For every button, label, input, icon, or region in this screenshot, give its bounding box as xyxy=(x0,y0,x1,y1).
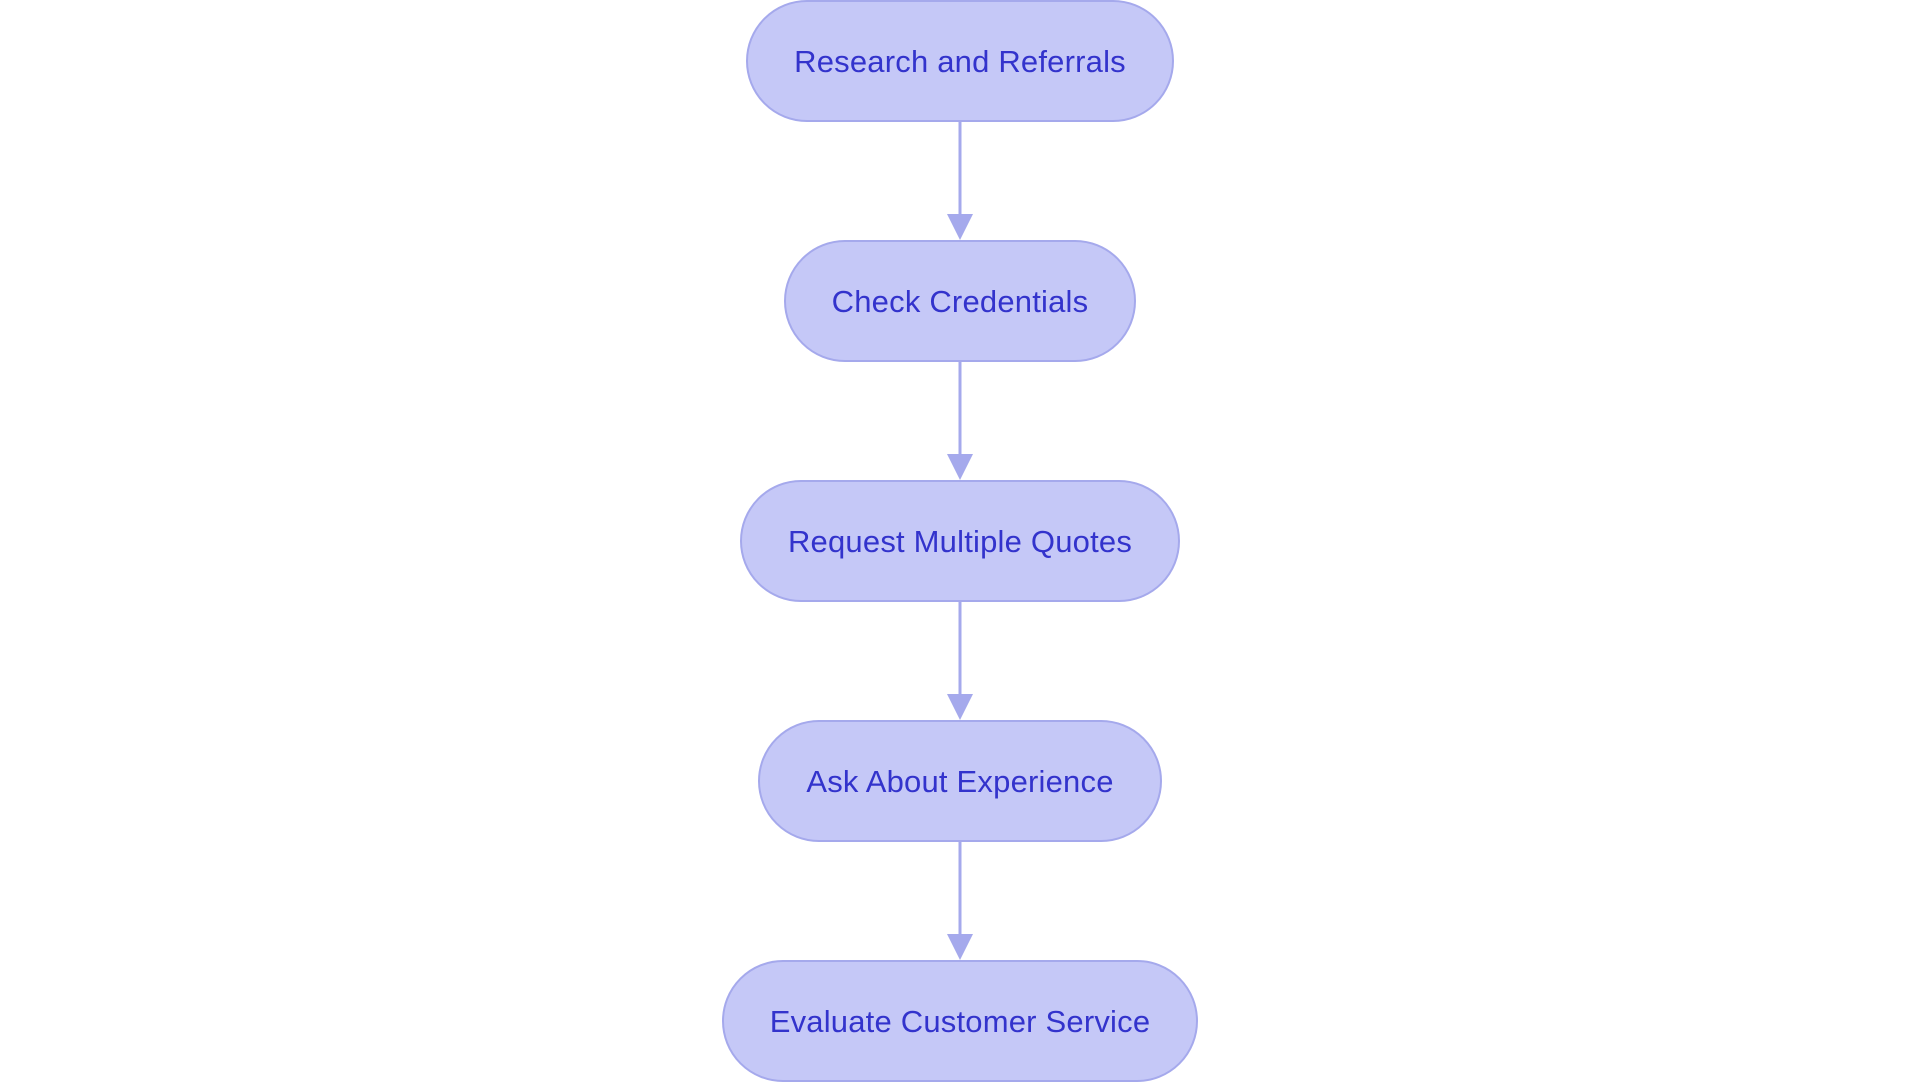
arrow-down-icon xyxy=(947,214,973,240)
connector-line xyxy=(958,602,962,696)
flowchart-node-label: Evaluate Customer Service xyxy=(769,1003,1151,1039)
flowchart-node-check-credentials[interactable]: Check Credentials xyxy=(783,240,1137,362)
connector-line xyxy=(958,842,962,936)
flowchart-node-label: Ask About Experience xyxy=(806,763,1114,799)
flowchart-arrow-connector xyxy=(947,602,973,720)
arrow-down-icon xyxy=(947,934,973,960)
flowchart-node-request-multiple-quotes[interactable]: Request Multiple Quotes xyxy=(739,480,1181,602)
flowchart-node-label: Request Multiple Quotes xyxy=(787,523,1133,559)
arrow-down-icon xyxy=(947,694,973,720)
flowchart-node-evaluate-customer-service[interactable]: Evaluate Customer Service xyxy=(721,960,1199,1082)
flowchart-node-label: Check Credentials xyxy=(831,283,1089,319)
flowchart-arrow-connector xyxy=(947,842,973,960)
flowchart-node-label: Research and Referrals xyxy=(794,43,1126,79)
connector-line xyxy=(958,362,962,456)
flowchart-node-research-and-referrals[interactable]: Research and Referrals xyxy=(746,0,1174,122)
flowchart-arrow-connector xyxy=(947,122,973,240)
connector-line xyxy=(958,122,962,216)
arrow-down-icon xyxy=(947,454,973,480)
flowchart-node-ask-about-experience[interactable]: Ask About Experience xyxy=(758,720,1162,842)
flowchart-arrow-connector xyxy=(947,362,973,480)
